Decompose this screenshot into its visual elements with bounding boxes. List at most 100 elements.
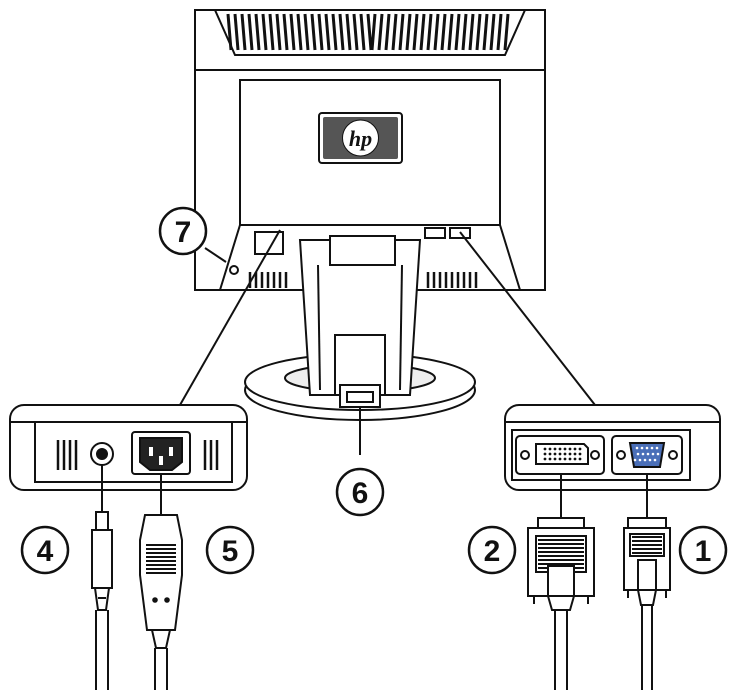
pin [548,452,552,456]
pin [568,452,572,456]
vent-slot [233,13,240,51]
vent-slot [398,13,405,51]
vent-slot [247,13,254,51]
pin [645,446,649,450]
callout-5-label: 5 [222,535,239,568]
vent-slot [331,13,338,51]
pin [650,446,654,450]
vent-slot [475,13,482,51]
pin [640,446,644,450]
pin [568,447,572,451]
vent-slot [496,13,503,51]
pin [573,452,577,456]
vga-connector [611,435,683,475]
vent-slot [447,13,454,51]
vent-slot [324,13,331,51]
pin [648,458,652,462]
vent-slot [412,13,419,51]
vga-cable [623,474,671,690]
pin [573,447,577,451]
pin [578,452,582,456]
vent-slot [317,13,324,51]
pin [653,458,657,462]
vent-slot [366,13,373,51]
vent-slot [289,13,296,51]
vent-slot [370,13,377,51]
vent-slot [419,13,426,51]
vent-slot [275,13,282,51]
vent-slot [310,13,317,51]
audio-power-connector [90,442,114,466]
pin [543,447,547,451]
callout-7: 7 [158,206,208,256]
vent-slot [433,13,440,51]
pin [635,446,639,450]
vent-slot [405,13,412,51]
pin [643,458,647,462]
vent-slot [240,13,247,51]
vent-slot [359,13,366,51]
bottom-vents [248,272,478,288]
callout-2: 2 [467,525,517,575]
pin [655,446,659,450]
pin [636,452,640,456]
vent-slot [303,13,310,51]
vent-slot [461,13,468,51]
vent-slot [391,13,398,51]
pin [568,457,572,461]
vent-slot [468,13,475,51]
vent-slot [282,13,289,51]
pin [558,447,562,451]
hp-logo-icon: hp [318,112,403,164]
pin [548,457,552,461]
pin [651,452,655,456]
pin [578,457,582,461]
callout-7-label: 7 [175,216,192,249]
vent-slot [482,13,489,51]
callout-1-label: 1 [695,535,712,568]
pin [633,458,637,462]
pin [553,457,557,461]
hp-logo-text: hp [349,126,372,151]
pin [558,452,562,456]
vent-slot [268,13,275,51]
vent-slot [254,13,261,51]
pin [558,457,562,461]
cable-management-clip [339,384,381,408]
callout-1: 1 [678,525,728,575]
callout-4-label: 4 [37,535,54,568]
pin [646,452,650,456]
power-inset-vents [56,440,219,470]
callout-4: 4 [20,525,70,575]
vent-slot [489,13,496,51]
leader-lines [179,229,596,455]
vent-slot [384,13,391,51]
ac-power-cable [139,474,183,690]
pin [543,457,547,461]
audio-power-cable [91,465,113,690]
vent-slot [226,13,233,51]
pin [578,447,582,451]
dvi-cable [527,474,595,690]
pin [641,452,645,456]
callout-6: 6 [335,467,385,517]
vent-slot [261,13,268,51]
dvi-connector [515,435,605,475]
pin [638,458,642,462]
vent-slot [377,13,384,51]
vent-slot [352,13,359,51]
pin [573,457,577,461]
callout-2-label: 2 [484,535,501,568]
vent-slot [440,13,447,51]
vent-slot [426,13,433,51]
vent-slot [503,13,510,51]
pin [563,457,567,461]
pin [563,452,567,456]
pin [553,447,557,451]
pin [563,447,567,451]
ac-power-connector [131,431,191,475]
vent-slot [345,13,352,51]
pin [543,452,547,456]
pin [548,447,552,451]
